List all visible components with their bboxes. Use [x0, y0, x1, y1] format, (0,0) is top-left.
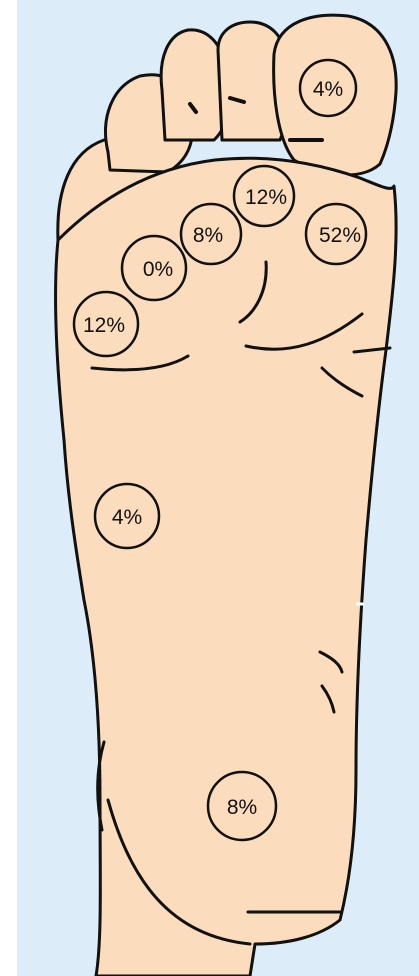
marker-metatarsal-3-label: 8% — [193, 224, 223, 247]
marker-big-toe-label: 4% — [313, 78, 343, 101]
marker-metatarsal-2-label: 12% — [245, 186, 287, 209]
marker-midfoot-lateral-label: 4% — [112, 506, 142, 529]
marker-metatarsal-4-label: 0% — [143, 258, 173, 281]
marker-metatarsal-5-label: 12% — [83, 314, 125, 337]
marker-heel-label: 8% — [227, 796, 257, 819]
marker-metatarsal-1-label: 52% — [319, 224, 361, 247]
sole-outline — [56, 158, 397, 976]
